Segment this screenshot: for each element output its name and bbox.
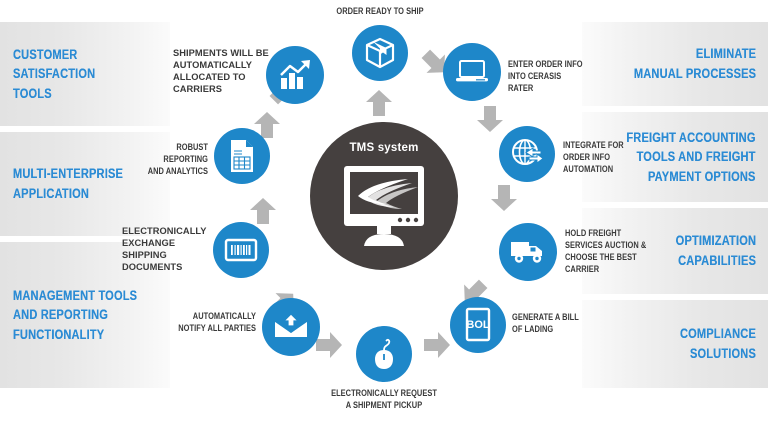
panel-customer-satisfaction-tools: CUSTOMER SATISFACTION TOOLS (0, 22, 170, 126)
barcode-icon (223, 236, 259, 264)
panel-label: OPTIMIZATION CAPABILITIES (675, 233, 756, 268)
svg-text:BOL: BOL (466, 319, 490, 331)
node-hold-freight-auction[interactable] (499, 223, 557, 281)
panel-label: ELIMINATE MANUAL PROCESSES (633, 46, 756, 81)
node-request-shipment-pickup[interactable] (356, 326, 412, 382)
bol-document-icon: BOL (463, 307, 493, 343)
label-hold-freight-auction: HOLD FREIGHT SERVICES AUCTION & CHOOSE T… (565, 228, 647, 274)
node-robust-reporting-analytics[interactable] (214, 128, 270, 184)
panel-compliance-solutions: COMPLIANCE SOLUTIONS (582, 300, 768, 388)
node-generate-bill-of-lading[interactable]: BOL (450, 297, 506, 353)
node-enter-order-info[interactable] (443, 43, 501, 101)
flow-arrow-right-upper (475, 104, 505, 139)
flow-arrow-bottom-center-left (314, 330, 344, 365)
panel-label: MULTI-ENTERPRISE APPLICATION (13, 166, 124, 201)
flow-arrow-left-lower (248, 196, 278, 231)
label-shipments-allocated: SHIPMENTS WILL BE AUTOMATICALLY ALLOCATE… (173, 48, 269, 94)
laptop-icon (454, 57, 490, 87)
panel-management-tools-reporting: MANAGEMENT TOOLS AND REPORTING FUNCTIONA… (0, 242, 170, 388)
panel-label: MANAGEMENT TOOLS AND REPORTING FUNCTIONA… (13, 287, 138, 342)
flow-arrow-top-right (420, 48, 450, 83)
panel-label: CUSTOMER SATISFACTION TOOLS (13, 46, 96, 101)
truck-icon (509, 238, 547, 266)
flow-arrow-up (364, 88, 394, 123)
panel-label: COMPLIANCE SOLUTIONS (679, 326, 756, 361)
computer-mouse-icon (369, 336, 399, 372)
label-enter-order-info: ENTER ORDER INFO INTO CERASIS RATER (508, 59, 583, 93)
flow-arrow-bottom-center-right (422, 330, 452, 365)
panel-label: FREIGHT ACCOUNTING TOOLS AND FREIGHT PAY… (626, 129, 756, 184)
label-request-shipment-pickup: ELECTRONICALLY REQUEST A SHIPMENT PICKUP (331, 388, 437, 410)
label-integrate-order-automation: INTEGRATE FOR ORDER INFO AUTOMATION (563, 140, 624, 174)
tms-system-hub[interactable]: TMS system (310, 122, 458, 270)
node-order-ready-to-ship[interactable] (352, 25, 408, 81)
label-robust-reporting-analytics: ROBUST REPORTING AND ANALYTICS (147, 142, 208, 176)
node-notify-all-parties[interactable] (262, 298, 320, 356)
flow-arrow-right-lower (489, 183, 519, 218)
monitor-swoosh-icon (336, 166, 432, 253)
panel-optimization-capabilities: OPTIMIZATION CAPABILITIES (582, 208, 768, 294)
growth-chart-icon (277, 58, 313, 92)
envelope-icon (272, 312, 310, 342)
report-document-icon (227, 138, 257, 174)
label-exchange-shipping-docs: ELECTRONICALLY EXCHANGE SHIPPING DOCUMEN… (122, 226, 207, 272)
flow-arrow-left-upper (252, 110, 282, 145)
globe-exchange-icon (509, 137, 545, 171)
node-shipments-allocated[interactable] (266, 46, 324, 104)
label-notify-all-parties: AUTOMATICALLY NOTIFY ALL PARTIES (178, 311, 256, 333)
hub-label: TMS system (349, 142, 419, 154)
label-generate-bill-of-lading: GENERATE A BILL OF LADING (512, 312, 579, 334)
package-box-icon (363, 36, 397, 70)
panel-multi-enterprise-application: MULTI-ENTERPRISE APPLICATION (0, 132, 170, 236)
node-integrate-order-automation[interactable] (499, 126, 555, 182)
panel-freight-accounting-tools: FREIGHT ACCOUNTING TOOLS AND FREIGHT PAY… (582, 112, 768, 202)
node-exchange-shipping-docs[interactable] (213, 222, 269, 278)
label-order-ready-to-ship: ORDER READY TO SHIP (336, 6, 424, 16)
panel-eliminate-manual-processes: ELIMINATE MANUAL PROCESSES (582, 22, 768, 106)
